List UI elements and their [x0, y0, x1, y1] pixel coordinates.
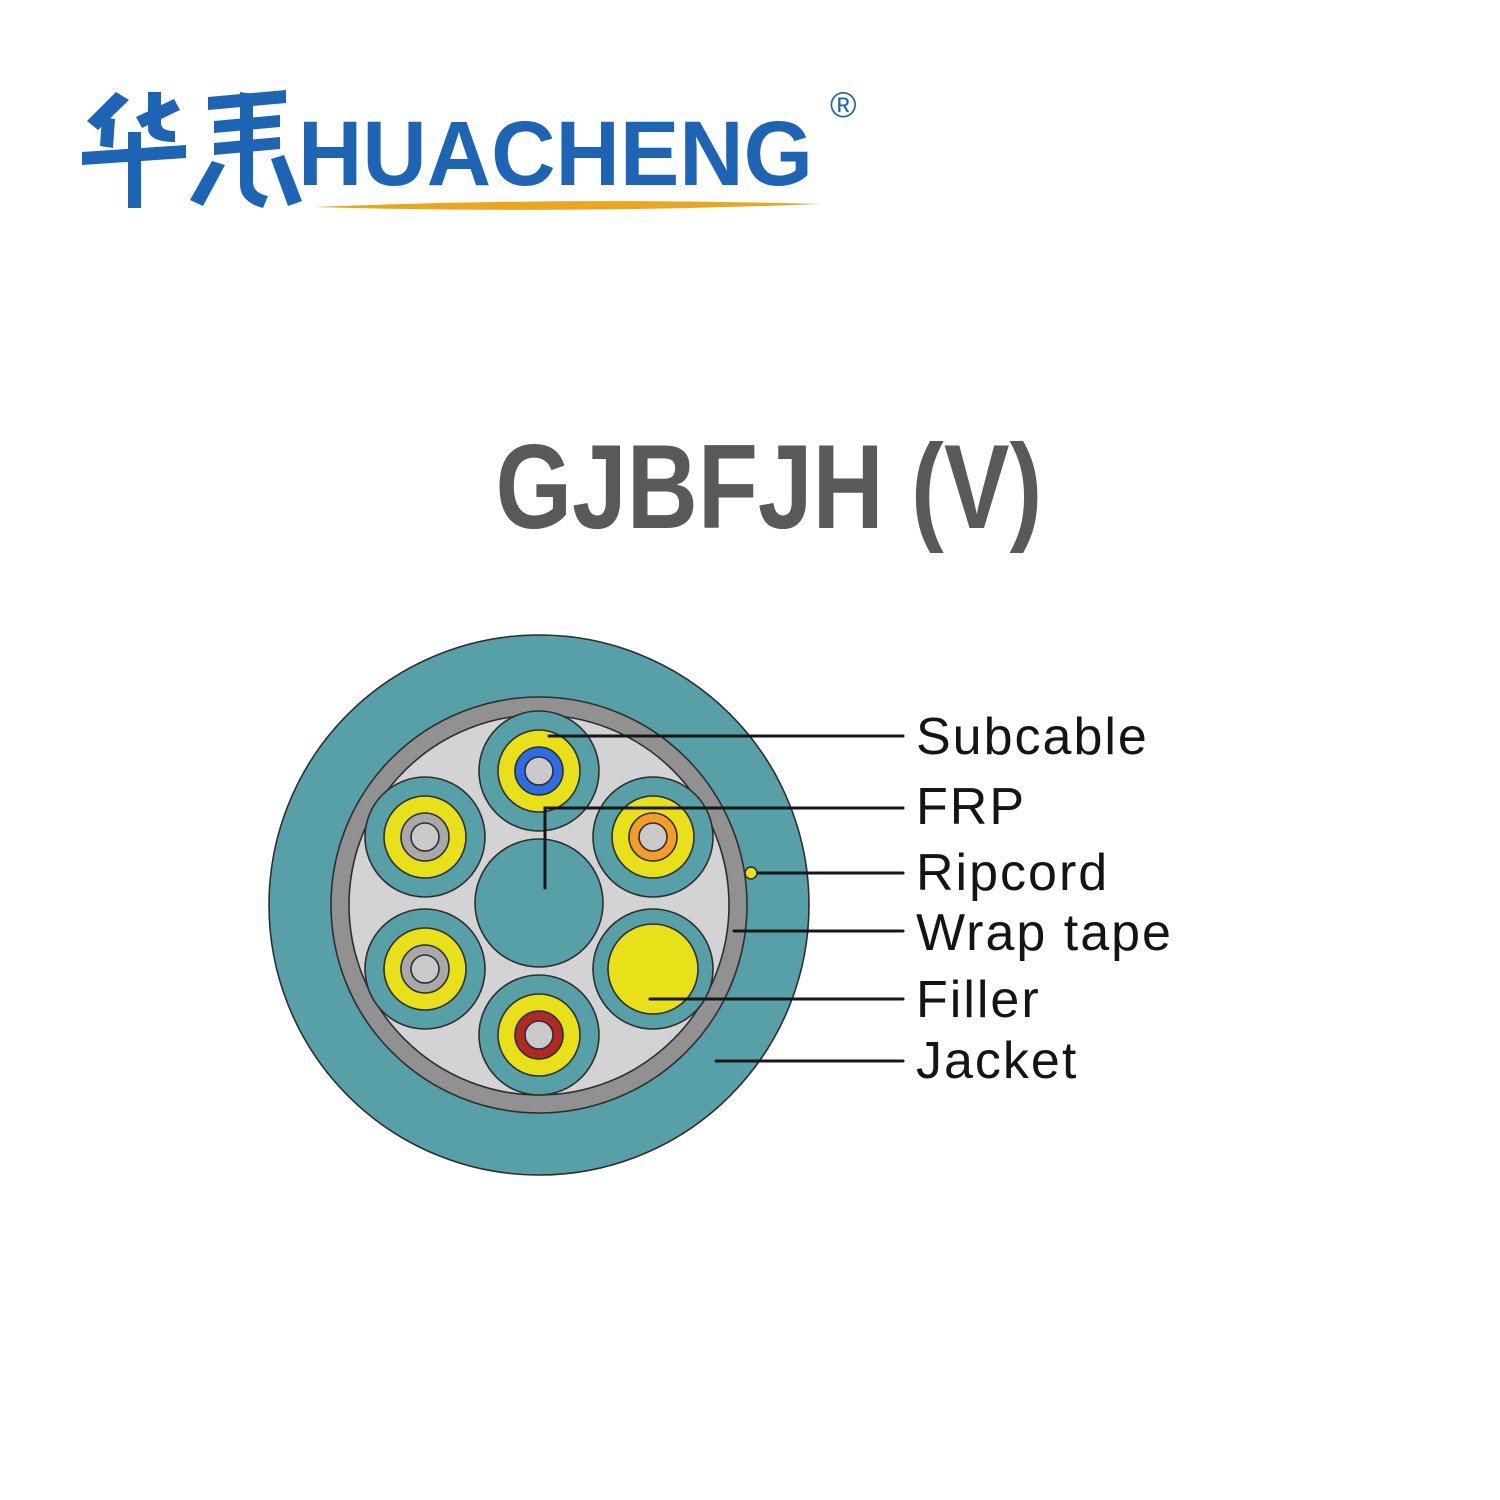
- brand-logo: HUACHENG ®: [82, 84, 857, 210]
- logo-underline-swoosh: [313, 201, 821, 210]
- subcable-top-left: [364, 776, 486, 898]
- label-filler: Filler: [916, 971, 1041, 1029]
- product-title: GJBFJH (V): [495, 420, 1043, 554]
- subcable-bottom: [478, 974, 600, 1096]
- label-jacket: Jacket: [916, 1032, 1079, 1090]
- label-frp: FRP: [916, 778, 1026, 836]
- label-subcable: Subcable: [916, 708, 1149, 766]
- ripcord-dot: [744, 866, 758, 880]
- subcable-top: [478, 710, 600, 832]
- label-wrap-tape: Wrap tape: [916, 904, 1173, 962]
- subcable-top-right: [592, 776, 714, 898]
- logo-wordmark: HUACHENG: [298, 103, 813, 205]
- leader-frp: [543, 806, 905, 890]
- leader-lines: [543, 734, 905, 1063]
- subcable-bottom-left: [364, 908, 486, 1030]
- filler-element: [592, 908, 714, 1030]
- registered-trademark-icon: ®: [830, 84, 857, 125]
- label-ripcord: Ripcord: [916, 844, 1110, 902]
- logo-cjk: [82, 90, 302, 208]
- frp-circle: [474, 838, 604, 968]
